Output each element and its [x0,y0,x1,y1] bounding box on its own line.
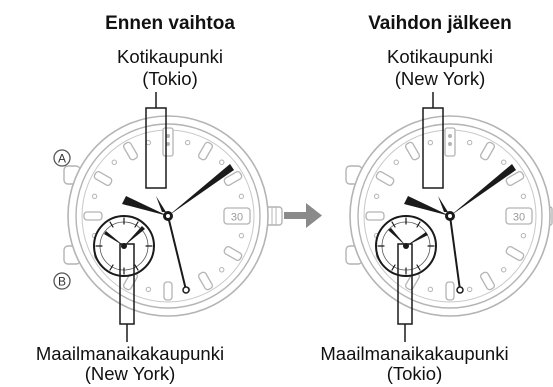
after-world-city-value: (Tokio) [386,363,443,384]
right-arrow-icon [284,203,322,228]
button-a-icon: A [53,149,71,167]
before-callouts [119,92,167,342]
svg-text:B: B [58,275,66,289]
before-world-city-value: (New York) [84,363,176,384]
before-world-city-label: Maailmanaikakaupunki [35,343,225,364]
after-watch: 30 [345,115,553,317]
button-b-icon: B [53,272,71,290]
before-watch: 30 [63,115,283,317]
before-home-city-value: (Tokio) [142,68,198,89]
after-world-city-label: Maailmanaikakaupunki [320,343,509,364]
after-callouts [397,92,444,342]
after-heading: Vaihdon jälkeen [368,13,512,34]
before-date-window: 30 [231,212,243,224]
after-home-city-label: Kotikaupunki [387,46,493,67]
before-home-city-label: Kotikaupunki [117,46,223,67]
svg-text:A: A [58,152,66,166]
before-heading: Ennen vaihtoa [105,13,235,34]
after-home-city-value: (New York) [394,68,486,89]
after-date-window: 30 [513,212,525,224]
